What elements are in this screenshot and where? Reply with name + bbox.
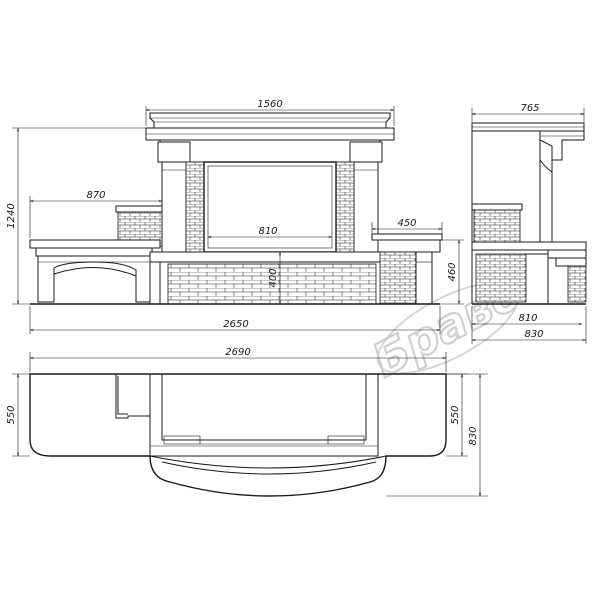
side-view (471, 122, 587, 305)
dim-opening-width: 810 (258, 226, 277, 237)
dim-hearth-height: 400 (268, 268, 279, 287)
dim-left-shelf: 870 (86, 190, 105, 201)
plan-dimensions: 2690 550 550 830 (6, 347, 488, 497)
front-view (29, 112, 443, 305)
front-dimensions: 1560 1240 870 810 450 400 460 2650 (6, 99, 464, 334)
dim-side-overall-depth: 830 (524, 329, 543, 340)
dim-mantel-width: 1560 (257, 99, 282, 110)
dim-top-depth: 765 (520, 103, 539, 114)
dim-plan-overall-depth: 830 (468, 426, 479, 445)
dim-plan-left-depth: 550 (6, 405, 17, 424)
dim-base-depth: 810 (518, 313, 537, 324)
dim-right-shelf: 450 (397, 218, 416, 229)
dim-overall-height: 1240 (6, 203, 17, 228)
dim-plan-right-depth: 550 (450, 405, 461, 424)
dim-overall-width: 2650 (223, 319, 248, 330)
side-dimensions: 765 810 830 (471, 103, 587, 344)
dim-plan-width: 2690 (225, 347, 250, 358)
dim-base-height: 460 (447, 262, 458, 281)
plan-view (29, 373, 447, 497)
